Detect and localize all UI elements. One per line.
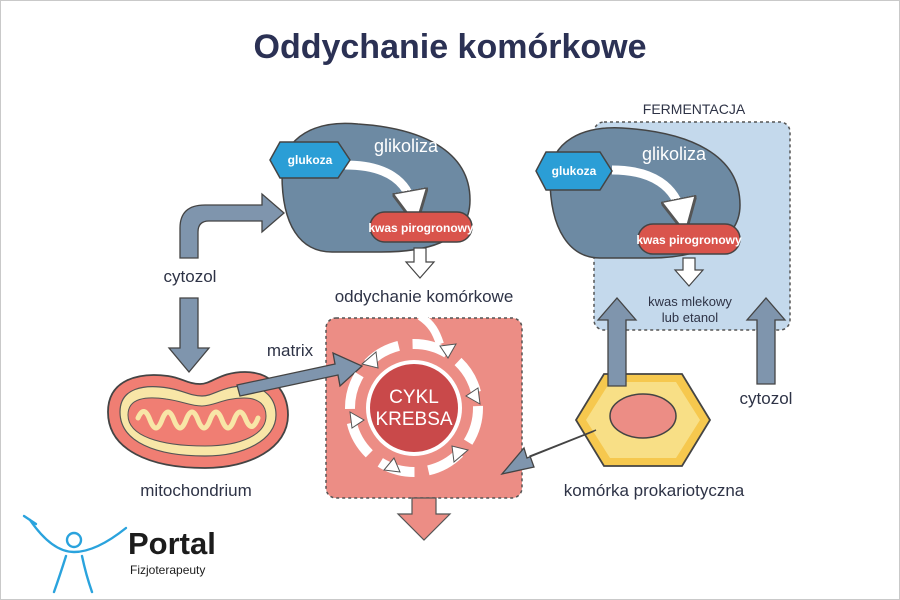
cytozol-up-arrow — [179, 192, 285, 259]
cytozol-right-arrow — [745, 297, 787, 385]
right-glucose-hexagon — [535, 151, 613, 191]
krebs-line1: CYKL — [389, 387, 439, 408]
krebs-output-arrow — [396, 497, 452, 541]
fermentation-label: FERMENTACJA — [643, 101, 746, 117]
right-pyruvate-pill — [637, 223, 741, 255]
left-glucose-label: glukoza — [288, 153, 333, 167]
right-glycolysis-flow-arrow — [611, 165, 682, 216]
right-pyruvate-down-arrow — [673, 257, 705, 287]
left-glycolysis: glikoliza glukoza kwas pirogronowy — [269, 122, 474, 253]
krebs-input-arrow — [417, 312, 444, 346]
left-glycolysis-flow-arrow — [344, 160, 413, 208]
left-pyruvate-down-arrow — [404, 247, 436, 279]
cytozol-right-label: cytozol — [740, 389, 793, 408]
krebs-cycle: CYKL KREBSA — [345, 312, 483, 477]
page-title: Oddychanie komórkowe — [254, 28, 647, 66]
prokaryote-to-krebs-arrow — [500, 429, 597, 476]
left-pyruvate-pill — [369, 211, 473, 243]
cytozol-left-label: cytozol — [164, 267, 217, 286]
kwas-line2: lub etanol — [662, 310, 718, 325]
krebs-center — [366, 360, 462, 456]
matrix-label: matrix — [267, 341, 314, 360]
logo-figure-icon — [22, 514, 128, 594]
mitochondrium-label: mitochondrium — [140, 481, 252, 500]
left-pyruvate-label: kwas pirogronowy — [368, 221, 474, 235]
komorka-label: komórka prokariotyczna — [564, 481, 745, 500]
logo-sub-text: Fizjoterapeuty — [130, 563, 205, 577]
right-pyruvate-label: kwas pirogronowy — [636, 233, 742, 247]
left-glycolysis-label: glikoliza — [374, 136, 439, 156]
oddychanie-label: oddychanie komórkowe — [335, 287, 514, 306]
right-glycolysis: glikoliza glukoza kwas pirogronowy — [535, 127, 742, 259]
left-glucose-hexagon — [269, 141, 351, 179]
prokaryotic-cell — [574, 373, 712, 467]
logo-main-text: Portal — [128, 526, 216, 561]
krebs-cycle-arrows — [345, 339, 483, 477]
kwas-line1: kwas mlekowy — [648, 294, 732, 309]
cytozol-down-arrow — [167, 297, 211, 374]
right-glycolysis-label: glikoliza — [642, 144, 707, 164]
krebs-line2: KREBSA — [375, 409, 452, 430]
right-glucose-label: glukoza — [552, 164, 597, 178]
prokaryote-up-arrow — [596, 297, 638, 387]
matrix-arrow — [236, 351, 364, 397]
portal-logo: Portal Fizjoterapeuty — [22, 514, 216, 594]
